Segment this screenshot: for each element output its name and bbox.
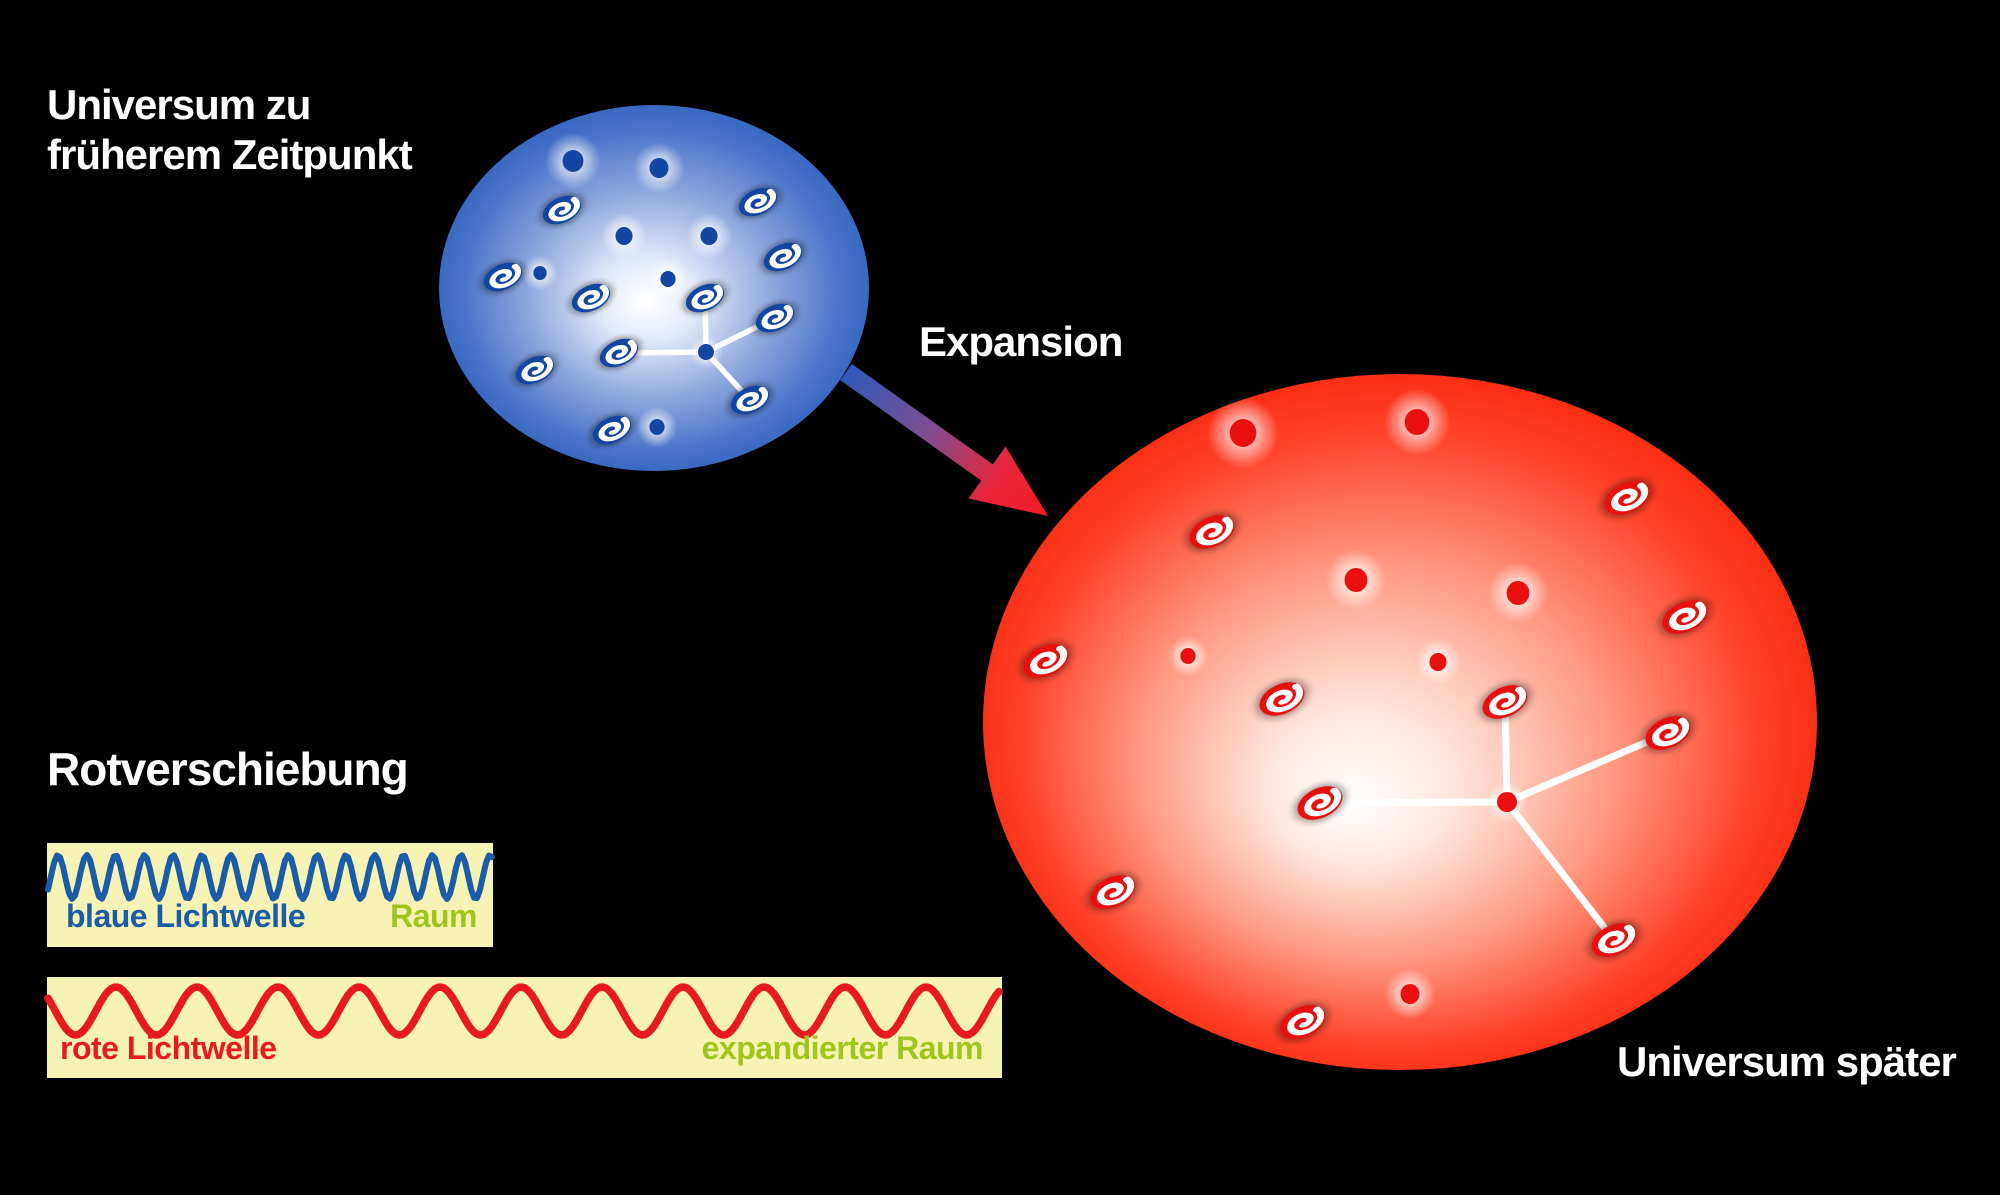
spiral-galaxy-arms bbox=[1304, 787, 1342, 817]
galaxy-dot bbox=[649, 158, 669, 178]
galaxy-dot bbox=[1344, 568, 1368, 592]
center-galaxy-dot bbox=[1497, 792, 1517, 812]
spiral-galaxy-arms bbox=[691, 284, 724, 310]
late-universe-label: Universum später bbox=[1617, 1038, 1957, 1085]
spiral-galaxy bbox=[1658, 597, 1712, 637]
spiral-galaxy bbox=[735, 185, 781, 219]
spiral-galaxy bbox=[760, 240, 806, 274]
galaxy-link-line bbox=[1503, 798, 1618, 944]
galaxy-dot bbox=[1180, 648, 1196, 664]
spiral-galaxy-arms bbox=[1196, 516, 1234, 546]
galaxy-dot bbox=[1506, 581, 1530, 605]
spiral-galaxy bbox=[589, 413, 635, 447]
spiral-galaxy-arms bbox=[598, 416, 631, 442]
galaxy-dot bbox=[533, 266, 547, 280]
spiral-galaxy-arms bbox=[769, 243, 802, 269]
spiral-galaxy-arms bbox=[736, 386, 769, 412]
spiral-galaxy bbox=[1086, 872, 1140, 912]
spiral-galaxy bbox=[539, 193, 585, 227]
spiral-galaxy bbox=[1641, 713, 1695, 753]
galaxy-dot bbox=[1400, 984, 1420, 1004]
spiral-galaxy-arms bbox=[1489, 686, 1527, 716]
galaxy-dot bbox=[615, 227, 633, 245]
early-universe-sphere bbox=[439, 105, 869, 471]
spiral-galaxy-arms bbox=[521, 356, 554, 382]
center-galaxy-dot bbox=[698, 344, 714, 360]
galaxy-dot bbox=[1229, 419, 1257, 447]
early-universe-title-line1: Universum zu bbox=[47, 81, 311, 128]
galaxy-dot bbox=[1404, 409, 1430, 435]
spiral-galaxy bbox=[596, 336, 642, 370]
spiral-galaxy-arms bbox=[1266, 683, 1304, 713]
spiral-galaxy-arms bbox=[1611, 482, 1649, 512]
spiral-galaxy bbox=[752, 301, 798, 335]
spiral-galaxy-arms bbox=[1030, 645, 1068, 675]
space-label: Raum bbox=[390, 898, 477, 934]
spiral-galaxy-arms bbox=[1287, 1006, 1325, 1036]
spiral-galaxy bbox=[568, 281, 614, 315]
galaxy-dot bbox=[660, 271, 676, 287]
spiral-galaxy bbox=[1478, 682, 1532, 722]
spiral-galaxy bbox=[682, 281, 728, 315]
spiral-galaxy bbox=[1293, 783, 1347, 823]
galaxy-link-line bbox=[1503, 729, 1672, 806]
expanded-space-label: expandierter Raum bbox=[701, 1030, 984, 1066]
spiral-galaxy-arms bbox=[548, 196, 581, 222]
galaxy-dot bbox=[700, 227, 718, 245]
galaxy-dot bbox=[649, 419, 665, 435]
spiral-galaxy bbox=[727, 383, 773, 417]
galaxy-dot bbox=[562, 150, 584, 172]
early-universe-title: Universum zu früherem Zeitpunkt bbox=[47, 80, 413, 180]
blue-lightwave bbox=[45, 852, 495, 902]
spiral-galaxy bbox=[1185, 512, 1239, 552]
expansion-label: Expansion bbox=[919, 318, 1123, 365]
spiral-galaxy bbox=[480, 260, 526, 294]
spiral-galaxy bbox=[1019, 641, 1073, 681]
spiral-galaxy bbox=[1600, 478, 1654, 518]
expansion-arrow bbox=[840, 363, 1048, 516]
red-lightwave-label: rote Lichtwelle bbox=[60, 1030, 277, 1066]
late-universe-sphere bbox=[983, 374, 1817, 1070]
spiral-galaxy-arms bbox=[744, 188, 777, 214]
spiral-galaxy bbox=[1587, 920, 1641, 960]
spiral-galaxy-arms bbox=[1097, 876, 1135, 906]
spiral-galaxy bbox=[1255, 679, 1309, 719]
redshift-heading: Rotverschiebung bbox=[47, 743, 409, 795]
spiral-galaxy-arms bbox=[605, 339, 638, 365]
blue-lightwave-label: blaue Lichtwelle bbox=[66, 898, 306, 934]
spiral-galaxy-arms bbox=[1652, 717, 1690, 747]
spiral-galaxy-arms bbox=[761, 304, 794, 330]
spiral-galaxy bbox=[1276, 1002, 1330, 1042]
red-lightwave bbox=[44, 983, 1003, 1039]
early-universe-title-line2: früherem Zeitpunkt bbox=[47, 131, 413, 178]
spiral-galaxy-arms bbox=[1598, 924, 1636, 954]
spiral-galaxy bbox=[512, 353, 558, 387]
spiral-galaxy-arms bbox=[1669, 601, 1707, 631]
spiral-galaxy-arms bbox=[489, 263, 522, 289]
spiral-galaxy-arms bbox=[577, 284, 610, 310]
galaxy-link-line bbox=[1316, 798, 1511, 807]
galaxy-dot bbox=[1429, 653, 1447, 671]
